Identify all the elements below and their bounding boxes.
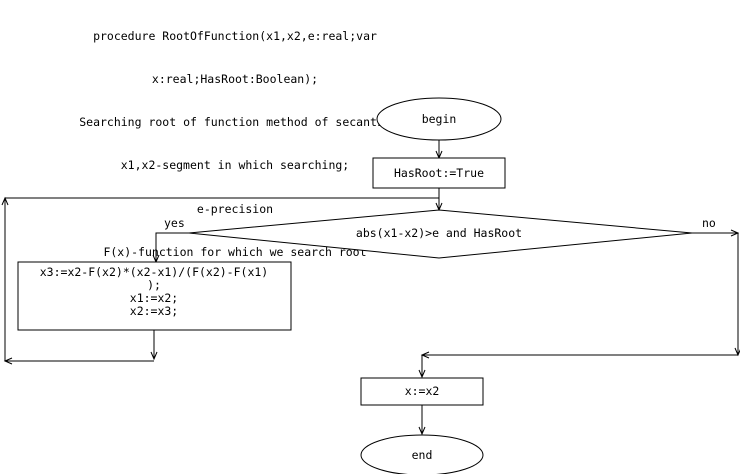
header-line: e-precision <box>196 201 274 216</box>
loop-body-line: ); <box>147 278 161 292</box>
result-label: x:=x2 <box>405 384 440 398</box>
yes-label: yes <box>164 216 185 230</box>
header-line: x1,x2-segment in which searching; <box>120 158 350 173</box>
init-label: HasRoot:=True <box>394 166 484 180</box>
procedure-header: procedure RootOfFunction(x1,x2,e:real;va… <box>0 0 470 274</box>
loop-body-box <box>17 261 292 331</box>
yes-branch-line <box>155 232 189 262</box>
loop-body-line: x3:=x2-F(x2)*(x2-x1)/(F(x2)-F(x1) <box>40 265 268 279</box>
header-line: Searching root of function method of sec… <box>79 115 391 130</box>
no-label: no <box>702 216 716 230</box>
init-process-box <box>372 157 506 189</box>
arrowhead-down-icon <box>418 426 426 436</box>
loop-body-line: x1:=x2; <box>130 291 178 305</box>
end-terminator <box>360 434 484 474</box>
begin-label: begin <box>422 112 457 126</box>
header-line: x:real;HasRoot:Boolean); <box>151 72 319 87</box>
end-label: end <box>412 448 433 462</box>
header-line: F(x)-function for which we search root <box>103 244 367 259</box>
header-line: procedure RootOfFunction(x1,x2,e:real;va… <box>93 28 377 43</box>
arrowhead-up-icon <box>1 196 9 206</box>
loop-body-line: x2:=x3; <box>130 304 178 318</box>
arrowhead-down-icon <box>418 369 426 379</box>
arrowhead-down-icon <box>150 351 158 361</box>
condition-label: abs(x1-x2)>e and HasRoot <box>356 226 522 240</box>
